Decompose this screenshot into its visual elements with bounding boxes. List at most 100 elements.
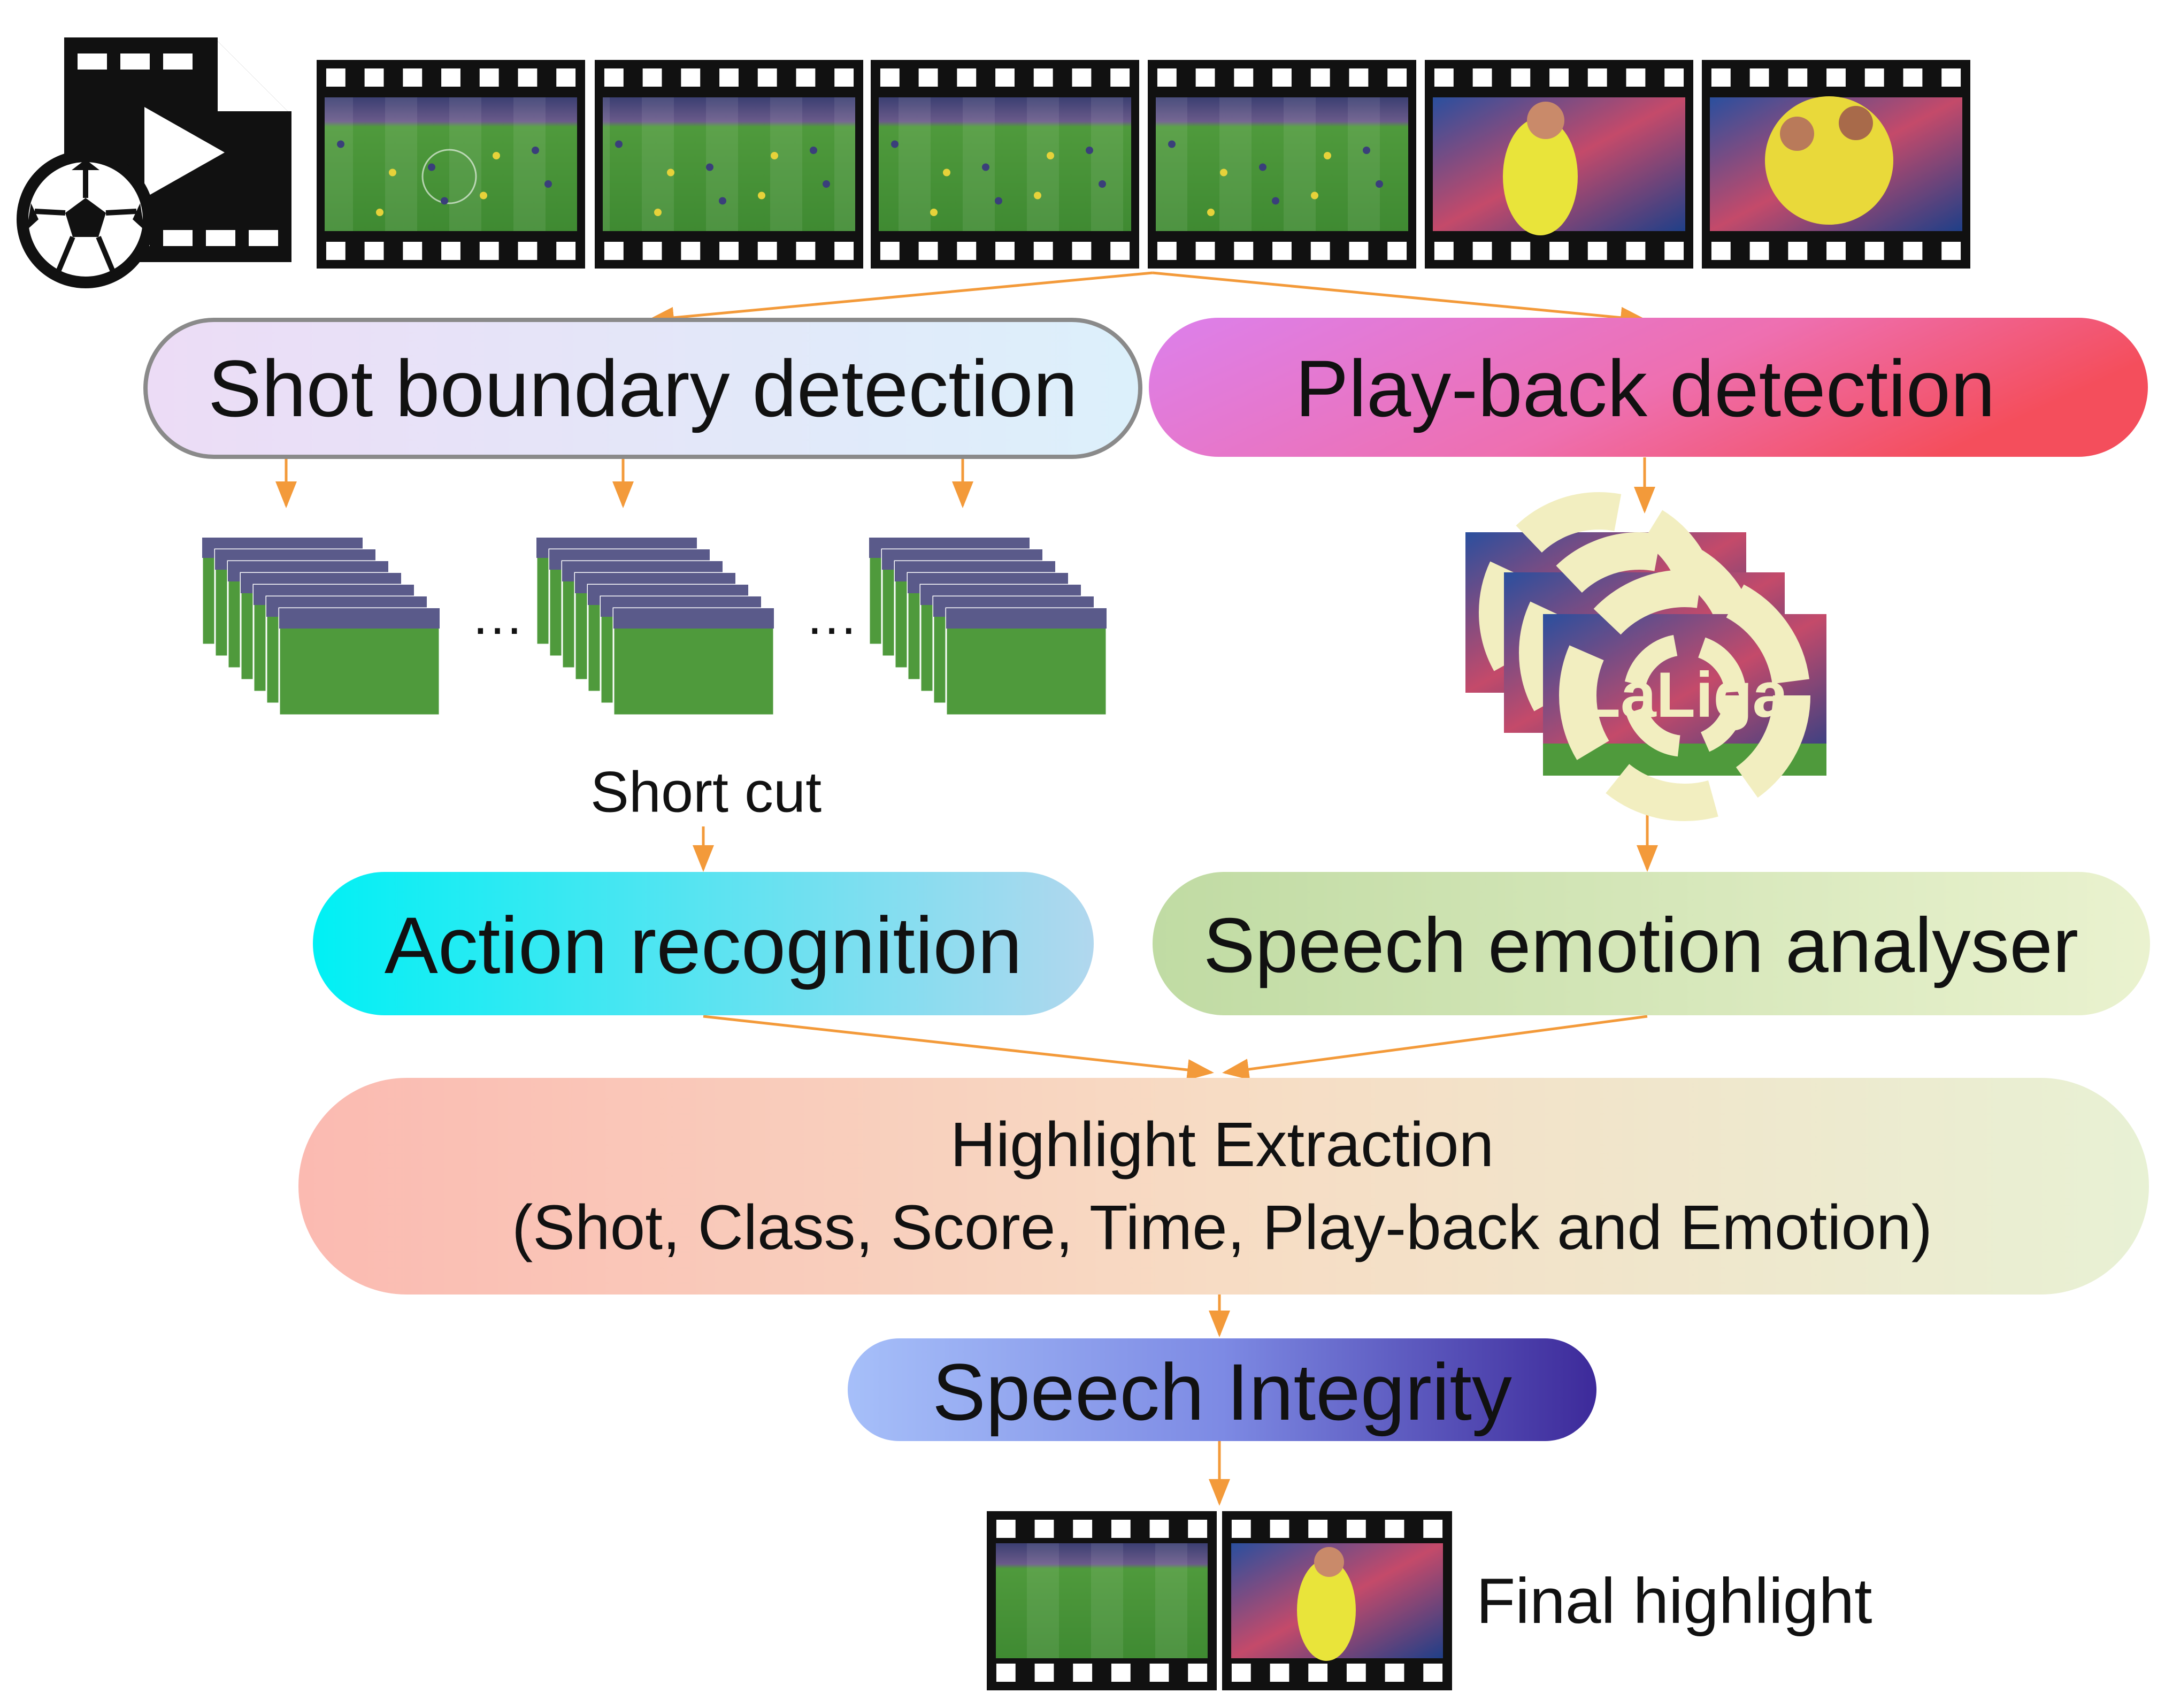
sprocket-hole [1423, 1520, 1443, 1538]
sprocket-hole [1385, 1520, 1404, 1538]
player-dot [1272, 197, 1279, 205]
sprocket-hole [1195, 242, 1215, 260]
sprocket-hole [326, 242, 346, 260]
sprocket-hole [1072, 68, 1092, 87]
highlight-extraction-title: Highlight Extraction [950, 1109, 1494, 1180]
sprocket-hole [1110, 242, 1130, 260]
sprocket-hole [1587, 68, 1607, 87]
sprocket-hole [364, 68, 384, 87]
sprocket-hole [796, 242, 816, 260]
sprocket-hole [1511, 242, 1531, 260]
sprocket-hole [1434, 242, 1454, 260]
player-dot [1311, 192, 1318, 200]
sprocket-hole [1511, 68, 1531, 87]
sprocket-hole [1626, 68, 1646, 87]
player-dot [1376, 180, 1383, 188]
sprocket-hole [1664, 242, 1684, 260]
sprocket-hole [1749, 68, 1769, 87]
sprocket-hole [1072, 242, 1092, 260]
sprocket-hole [518, 242, 538, 260]
sprocket-hole [1110, 68, 1130, 87]
sprocket-hole [1195, 68, 1215, 87]
sprocket-hole [1157, 68, 1177, 87]
play-back-detection-node: Play-back detection [1149, 318, 2148, 457]
sprocket-hole [1033, 68, 1053, 87]
player-dot [1086, 147, 1093, 154]
sprocket-hole [364, 242, 384, 260]
player-dot [943, 168, 950, 177]
sprocket-hole [1903, 242, 1923, 260]
video-file-football-icon [17, 37, 291, 288]
sprocket-hole [957, 242, 977, 260]
player-dot [1168, 140, 1176, 148]
sprocket-hole [1310, 68, 1330, 87]
input-video-film-strip [317, 60, 1970, 269]
speech-integrity-node: Speech Integrity [848, 1338, 1596, 1441]
sprocket-hole [518, 68, 538, 87]
player-dot [389, 168, 396, 177]
sprocket-hole [1149, 1520, 1169, 1538]
sprocket-hole [1864, 68, 1884, 87]
player-dot [771, 152, 778, 159]
sprocket-hole [995, 242, 1015, 260]
sprocket-hole [1472, 242, 1492, 260]
sprocket-hole [1826, 68, 1846, 87]
sprocket-hole [1941, 242, 1961, 260]
sprocket-hole [1073, 1664, 1093, 1682]
player-dot [1220, 168, 1227, 177]
sprocket-hole [642, 242, 662, 260]
sprocket-hole [1310, 242, 1330, 260]
sprocket-hole [1549, 68, 1569, 87]
player-dot [1324, 152, 1331, 159]
sprocket-hole [1349, 68, 1369, 87]
player-dot [930, 209, 938, 216]
sprocket-hole [1073, 1520, 1093, 1538]
sprocket-hole [834, 68, 854, 87]
playback-frame-3: LaLiga [1543, 570, 1826, 821]
sprocket-hole [1346, 1520, 1366, 1538]
player-dot [810, 147, 817, 154]
player-dot [982, 163, 989, 171]
sprocket-hole [1941, 68, 1961, 87]
shot-boundary-detection-label: Shot boundary detection [208, 343, 1078, 433]
film-frame-1 [317, 60, 585, 269]
sprocket-hole [604, 68, 624, 87]
sprocket-hole [1272, 68, 1292, 87]
sprocket-hole [1231, 1520, 1251, 1538]
player-dot [891, 140, 899, 148]
sprocket-hole [1188, 1520, 1208, 1538]
highlight-extraction-node: Highlight Extraction (Shot, Class, Score… [298, 1078, 2149, 1295]
sprocket-hole [1034, 1520, 1054, 1538]
sprocket-hole [996, 1664, 1016, 1682]
player-dot [532, 147, 539, 154]
sprocket-hole [556, 68, 576, 87]
player-dot [1363, 147, 1370, 154]
sprocket-hole [1626, 242, 1646, 260]
player-dot [1034, 192, 1041, 200]
sprocket-hole [403, 242, 423, 260]
film-frame-2 [595, 60, 863, 269]
film-frame-6 [1702, 60, 1970, 269]
shot-stack-2 [535, 537, 775, 716]
sprocket-hole [1749, 242, 1769, 260]
sprocket-hole [1549, 242, 1569, 260]
sprocket-hole [1111, 1520, 1131, 1538]
sprocket-hole [1308, 1664, 1328, 1682]
sprocket-hole [681, 242, 701, 260]
sprocket-hole [441, 68, 460, 87]
sprocket-hole [1111, 1664, 1131, 1682]
arrows [275, 271, 1658, 1506]
player-dot [1099, 180, 1106, 188]
sprocket-hole [1149, 1664, 1169, 1682]
player-dot [995, 197, 1002, 205]
final-frame-1 [987, 1511, 1217, 1690]
sprocket-hole [1472, 68, 1492, 87]
sprocket-hole [880, 68, 900, 87]
sprocket-hole [1385, 1664, 1404, 1682]
short-cut-label: Short cut [590, 760, 822, 824]
sprocket-hole [995, 68, 1015, 87]
player-dot [376, 209, 383, 216]
film-frame-5 [1425, 60, 1693, 269]
